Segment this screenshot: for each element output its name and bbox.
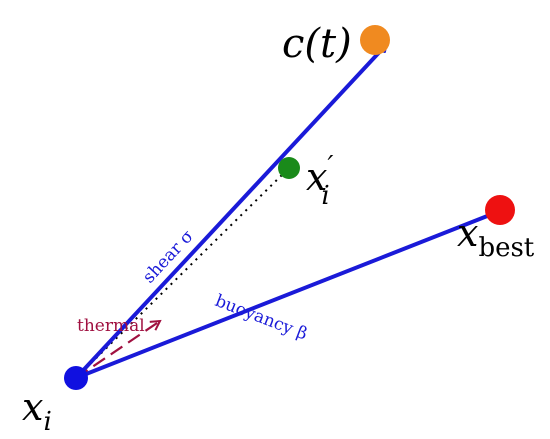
intermediate-label: x′i — [306, 151, 333, 211]
buoyancy-vector — [75, 211, 500, 380]
origin-label: xi — [22, 385, 52, 437]
target-label: c(t) — [282, 21, 352, 67]
dotted-path-to-intermediate — [75, 167, 290, 379]
point-best — [485, 195, 515, 225]
point-intermediate — [278, 157, 300, 179]
shear-vector — [74, 45, 386, 380]
best-label: xbest — [457, 211, 535, 263]
thermal-label: thermal — [77, 316, 145, 336]
thermal-vector — [75, 321, 160, 379]
point-origin — [64, 366, 88, 390]
point-target — [360, 25, 390, 55]
